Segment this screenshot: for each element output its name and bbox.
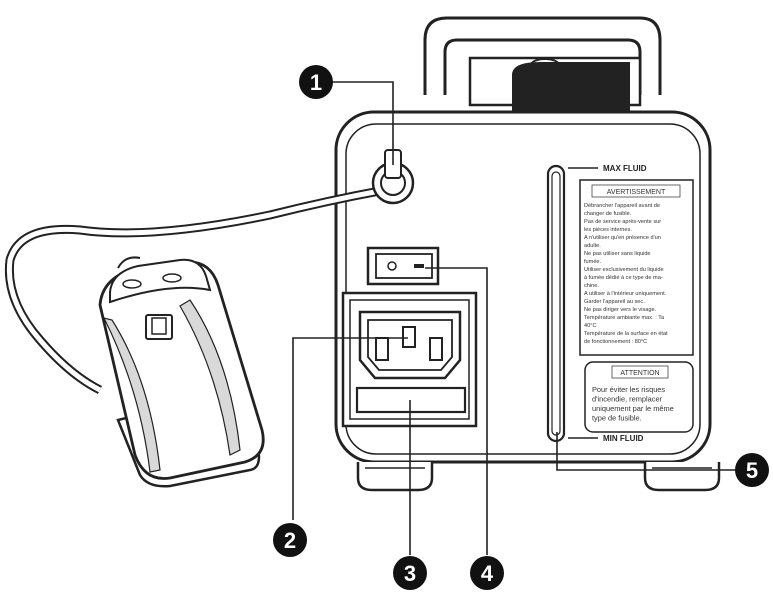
warning-line: de fonctionnement : 80°C bbox=[584, 339, 647, 345]
svg-text:1: 1 bbox=[310, 70, 322, 95]
fluid-tank-cap bbox=[468, 56, 642, 112]
svg-text:5: 5 bbox=[746, 458, 758, 483]
leader-lines bbox=[292, 81, 738, 555]
machine-feet bbox=[356, 462, 721, 492]
callout-2: 2 bbox=[273, 523, 307, 557]
warning-line: Débrancher l'appareil avant de bbox=[584, 203, 660, 209]
warning-line: Pas de service après-vente sur bbox=[584, 219, 661, 225]
remote-cable bbox=[4, 185, 386, 395]
leader-line-5 bbox=[556, 432, 738, 471]
warning-line: Température de la surface en état bbox=[584, 331, 668, 337]
warning-line: chine. bbox=[584, 283, 599, 289]
fuse-holder bbox=[355, 386, 467, 414]
warning-line: A n'utiliser qu'en présence d'un bbox=[584, 235, 661, 241]
warning-line: Ne pas diriger vers le visage. bbox=[584, 307, 657, 313]
warning-label: AVERTISSEMENT Débrancher l'appareil avan… bbox=[579, 179, 694, 356]
fluid-marks bbox=[568, 167, 598, 439]
warning-line: Garder l'appareil au sec. bbox=[584, 299, 645, 305]
warning-line: Ne pas utiliser sans liquide bbox=[584, 251, 651, 257]
iec-power-inlet bbox=[358, 310, 462, 380]
warning-line: les pièces internes. bbox=[584, 227, 632, 233]
leader-line-4 bbox=[425, 267, 488, 555]
svg-text:4: 4 bbox=[481, 561, 494, 586]
callout-1: 1 bbox=[299, 65, 333, 99]
attention-line: d'incendie, remplacer bbox=[592, 395, 663, 404]
svg-text:3: 3 bbox=[404, 561, 416, 586]
callout-5: 5 bbox=[735, 453, 769, 487]
leader-line-2 bbox=[292, 337, 408, 520]
attention-label: ATTENTION Pour éviter les risquesd'incen… bbox=[584, 361, 694, 433]
warning-title: AVERTISSEMENT bbox=[607, 189, 666, 196]
callout-3: 3 bbox=[393, 556, 427, 590]
leader-line-1 bbox=[330, 81, 394, 165]
attention-line: type de fusible. bbox=[592, 414, 642, 423]
warning-line: adulte. bbox=[584, 243, 601, 249]
warning-line: A utiliser à l'intérieur uniquement. bbox=[584, 291, 667, 297]
min-fluid-label: MIN FLUID bbox=[603, 434, 644, 443]
warning-line: Utiliser exclusivement du liquide bbox=[584, 267, 664, 273]
attention-line: uniquement par le même bbox=[592, 404, 674, 413]
warning-line: fumée. bbox=[584, 259, 602, 265]
max-fluid-label: MAX FLUID bbox=[603, 164, 647, 173]
warning-line: 40°C bbox=[584, 323, 597, 329]
power-switch bbox=[366, 246, 440, 286]
warning-line: changer de fusible. bbox=[584, 211, 632, 217]
fluid-level-window bbox=[546, 164, 566, 443]
remote-control bbox=[98, 256, 265, 488]
attention-line: Pour éviter les risques bbox=[592, 385, 665, 394]
callout-4: 4 bbox=[470, 556, 504, 590]
warning-line: Température ambiante max. : Ta bbox=[584, 315, 665, 321]
attention-title: ATTENTION bbox=[620, 370, 659, 377]
warning-line: à fumée dédié à ce type de ma- bbox=[584, 275, 663, 281]
svg-text:2: 2 bbox=[284, 528, 296, 553]
carry-handle bbox=[423, 16, 662, 95]
warning-text-lines: Débrancher l'appareil avant de changer de… bbox=[584, 203, 668, 345]
remote-button bbox=[145, 314, 173, 340]
